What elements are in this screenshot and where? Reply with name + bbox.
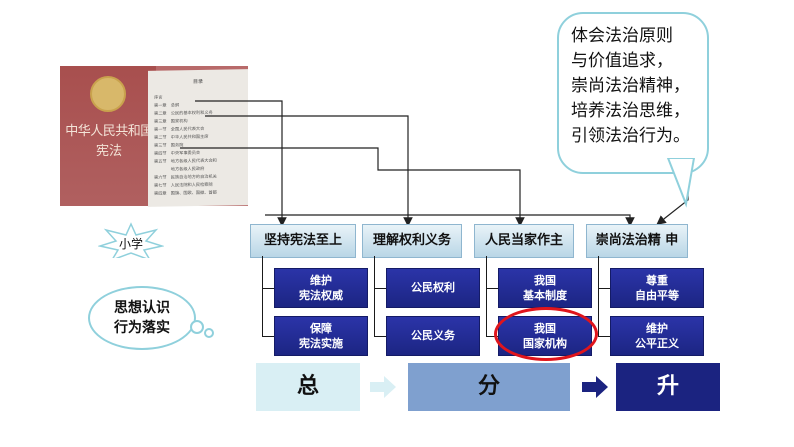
concept-line1: 我国 <box>534 274 556 287</box>
concept-box: 公民权利 <box>386 268 480 308</box>
column-header-rule-of-law: 崇尚法治精 申 <box>586 224 688 258</box>
column-header-rights: 理解权利义务 <box>362 224 462 258</box>
column-bracket <box>262 336 274 337</box>
column-bracket <box>374 288 386 289</box>
arrow-to-col1 <box>195 100 287 227</box>
concept-line2: 宪法实施 <box>299 337 343 350</box>
concept-box: 维护 公平正义 <box>610 316 704 356</box>
column-bracket <box>262 256 263 336</box>
arrow-to-col4 <box>265 214 635 227</box>
star-badge-icon <box>98 222 164 258</box>
concept-box: 尊重 自由平等 <box>610 268 704 308</box>
column-bracket <box>486 336 498 337</box>
column-header-people: 人民当家作主 <box>474 224 574 258</box>
thought-text: 思想认识 行为落实 <box>90 298 194 338</box>
step-arrow-icon <box>370 376 396 398</box>
concept-box: 维护 宪法权威 <box>274 268 368 308</box>
bubble-line: 崇尚法治精神， <box>571 76 690 96</box>
thought-dot-icon <box>204 328 214 338</box>
concept-box: 公民义务 <box>386 316 480 356</box>
thought-line2: 行为落实 <box>114 320 170 336</box>
column-bracket <box>598 288 610 289</box>
star-label: 小学 <box>118 237 143 251</box>
bubble-line: 与价值追求， <box>571 51 673 71</box>
arrow-to-col3 <box>180 147 525 227</box>
column-bracket <box>486 288 498 289</box>
thought-dot-icon <box>190 320 204 334</box>
book-title: 中华人民共和国 <box>65 124 153 139</box>
concept-line1: 保障 <box>310 322 332 335</box>
thought-line1: 思想认识 <box>114 300 170 316</box>
step-rise: 升 <box>616 363 720 411</box>
concept-line1: 尊重 <box>646 274 668 287</box>
principle-speech-bubble: 体会法治原则 与价值追求， 崇尚法治精神， 培养法治思维， 引领法治行为。 <box>557 12 709 174</box>
bubble-line: 体会法治原则 <box>571 26 673 46</box>
concept-line2: 公平正义 <box>635 337 679 350</box>
column-bracket <box>598 256 599 336</box>
national-emblem-icon <box>90 76 126 112</box>
thought-bubble: 思想认识 行为落实 <box>88 286 196 350</box>
constitution-book-image: 中华人民共和国 宪法 目录 序言 第一章 总纲 第二章 公民的基本权利和义务 第… <box>60 66 248 207</box>
bubble-line: 培养法治思维， <box>571 101 690 121</box>
column-bracket <box>598 336 610 337</box>
highlight-ring <box>494 307 598 361</box>
column-bracket <box>486 256 487 336</box>
column-bracket <box>262 288 274 289</box>
concept-label: 公民权利 <box>411 281 455 294</box>
step-divide: 分 <box>408 363 570 411</box>
bubble-tail <box>666 158 696 208</box>
concept-line2: 自由平等 <box>635 289 679 302</box>
concept-box: 保障 宪法实施 <box>274 316 368 356</box>
concept-label: 公民义务 <box>411 329 455 342</box>
concept-line2: 宪法权威 <box>299 289 343 302</box>
concept-line1: 维护 <box>646 322 668 335</box>
concept-box: 我国 基本制度 <box>498 268 592 308</box>
column-bracket <box>374 336 386 337</box>
column-bracket <box>374 256 375 336</box>
book-cover: 中华人民共和国 宪法 <box>60 66 156 206</box>
concept-line1: 维护 <box>310 274 332 287</box>
bubble-text: 体会法治原则 与价值追求， 崇尚法治精神， 培养法治思维， 引领法治行为。 <box>571 24 701 149</box>
step-overall: 总 <box>256 363 360 411</box>
bubble-line: 引领法治行为。 <box>571 126 690 146</box>
arrow-to-col2 <box>205 115 413 227</box>
concept-line2: 基本制度 <box>523 289 567 302</box>
column-header-constitution: 坚持宪法至上 <box>250 224 356 258</box>
book-subtitle: 宪法 <box>95 144 122 159</box>
step-arrow-icon <box>582 376 608 398</box>
